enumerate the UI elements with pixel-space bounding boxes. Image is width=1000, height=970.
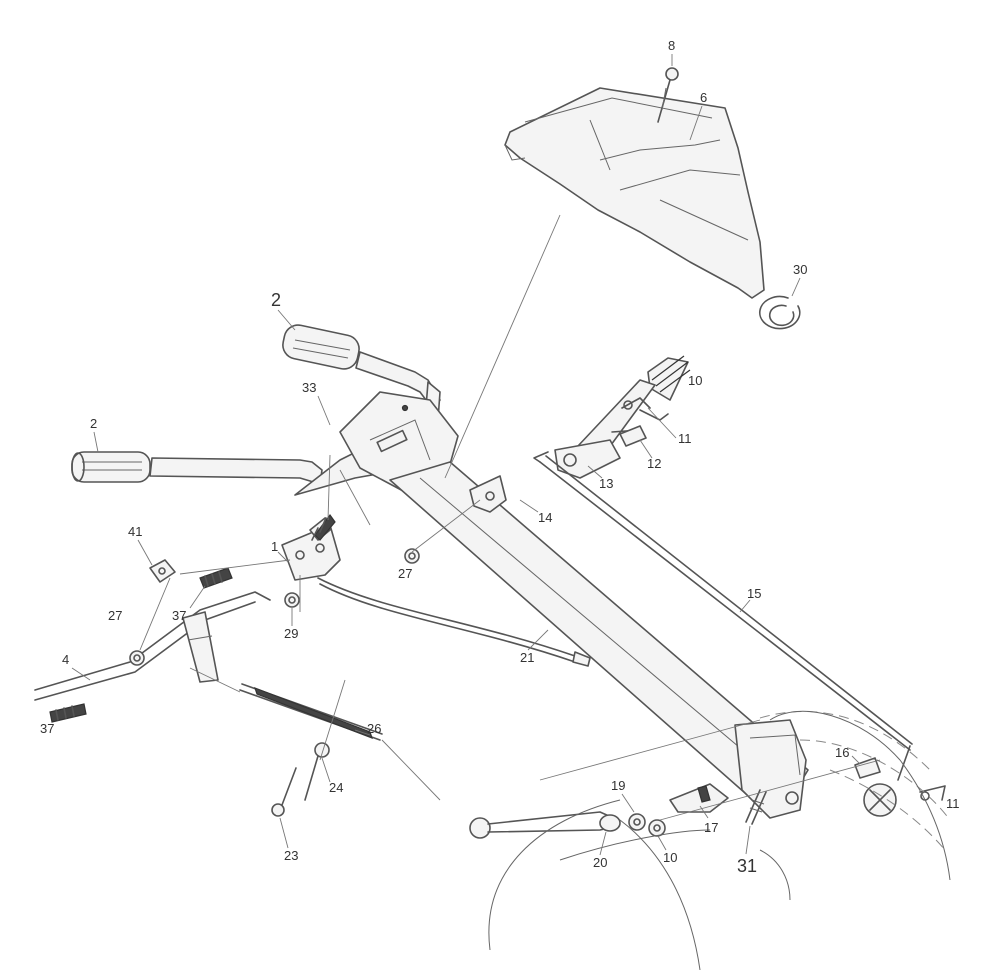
callout-labels: 8 6 30 2 2 33 10 11 12 13 14 41 1 27 27 … (40, 38, 960, 876)
callout-label: 26 (367, 721, 381, 736)
callout-label: 24 (329, 780, 343, 795)
bolt-part-24 (304, 742, 330, 801)
callout-label: 33 (302, 380, 316, 395)
callout-label: 1 (271, 539, 278, 554)
control-cable-part (317, 577, 591, 667)
spring-part-37-lower (49, 703, 87, 723)
callout-label: 11 (946, 796, 960, 811)
callout-label: 29 (284, 626, 298, 641)
nut-part-29 (284, 592, 300, 608)
clip-part-30 (758, 295, 801, 330)
callout-label: 10 (663, 850, 677, 865)
callout-label: 15 (747, 586, 761, 601)
spring-part-37-upper (199, 567, 233, 589)
assembly-lines (139, 214, 881, 821)
bolt-part-16 (854, 757, 881, 779)
callout-label: 17 (704, 820, 718, 835)
callout-label: 10 (688, 373, 702, 388)
grip-part-lower (71, 451, 151, 483)
callout-label: 20 (593, 855, 607, 870)
cam-part-17 (669, 783, 729, 813)
bolt-part-23 (271, 767, 297, 817)
depth-lever-part (469, 811, 621, 839)
pin-part-31 (745, 789, 767, 825)
callout-label: 2 (271, 290, 281, 310)
callout-label: 31 (737, 856, 757, 876)
callout-label: 12 (647, 456, 661, 471)
washer-part-27-left (129, 650, 145, 666)
washer-part-10-lower (648, 819, 666, 837)
console-bracket-part (339, 391, 459, 493)
callout-label: 13 (599, 476, 613, 491)
shift-lever-part (554, 355, 691, 479)
shift-rod-part (533, 451, 913, 781)
nut-part-41 (149, 559, 176, 583)
tiller-body-outline (488, 710, 951, 970)
screw-part-8 (657, 67, 679, 123)
callout-label: 11 (678, 431, 692, 446)
callout-label: 8 (668, 38, 675, 53)
handle-cover-part (504, 87, 765, 299)
callout-label: 37 (40, 721, 54, 736)
callout-label: 23 (284, 848, 298, 863)
callout-label: 2 (90, 416, 97, 431)
callout-label: 37 (172, 608, 186, 623)
callout-label: 14 (538, 510, 552, 525)
callout-label: 27 (108, 608, 122, 623)
control-lever-part (34, 591, 271, 701)
callout-label: 27 (398, 566, 412, 581)
bracket-spring-part (311, 513, 336, 541)
callout-label: 41 (128, 524, 142, 539)
clip-part-11-upper (621, 397, 651, 410)
hub-part (863, 783, 897, 817)
bolt-part-12 (619, 425, 647, 447)
handle-tube-part (389, 461, 809, 819)
threaded-rod-part (239, 683, 383, 741)
callout-label: 16 (835, 745, 849, 760)
callout-label: 30 (793, 262, 807, 277)
callout-label: 19 (611, 778, 625, 793)
grip-part-upper (282, 324, 360, 370)
washer-part-19 (628, 813, 646, 831)
callout-label: 4 (62, 652, 69, 667)
callout-label: 6 (700, 90, 707, 105)
washer-part-27-right (404, 548, 420, 564)
tube-bracket-part (469, 475, 507, 513)
callout-label: 21 (520, 650, 534, 665)
